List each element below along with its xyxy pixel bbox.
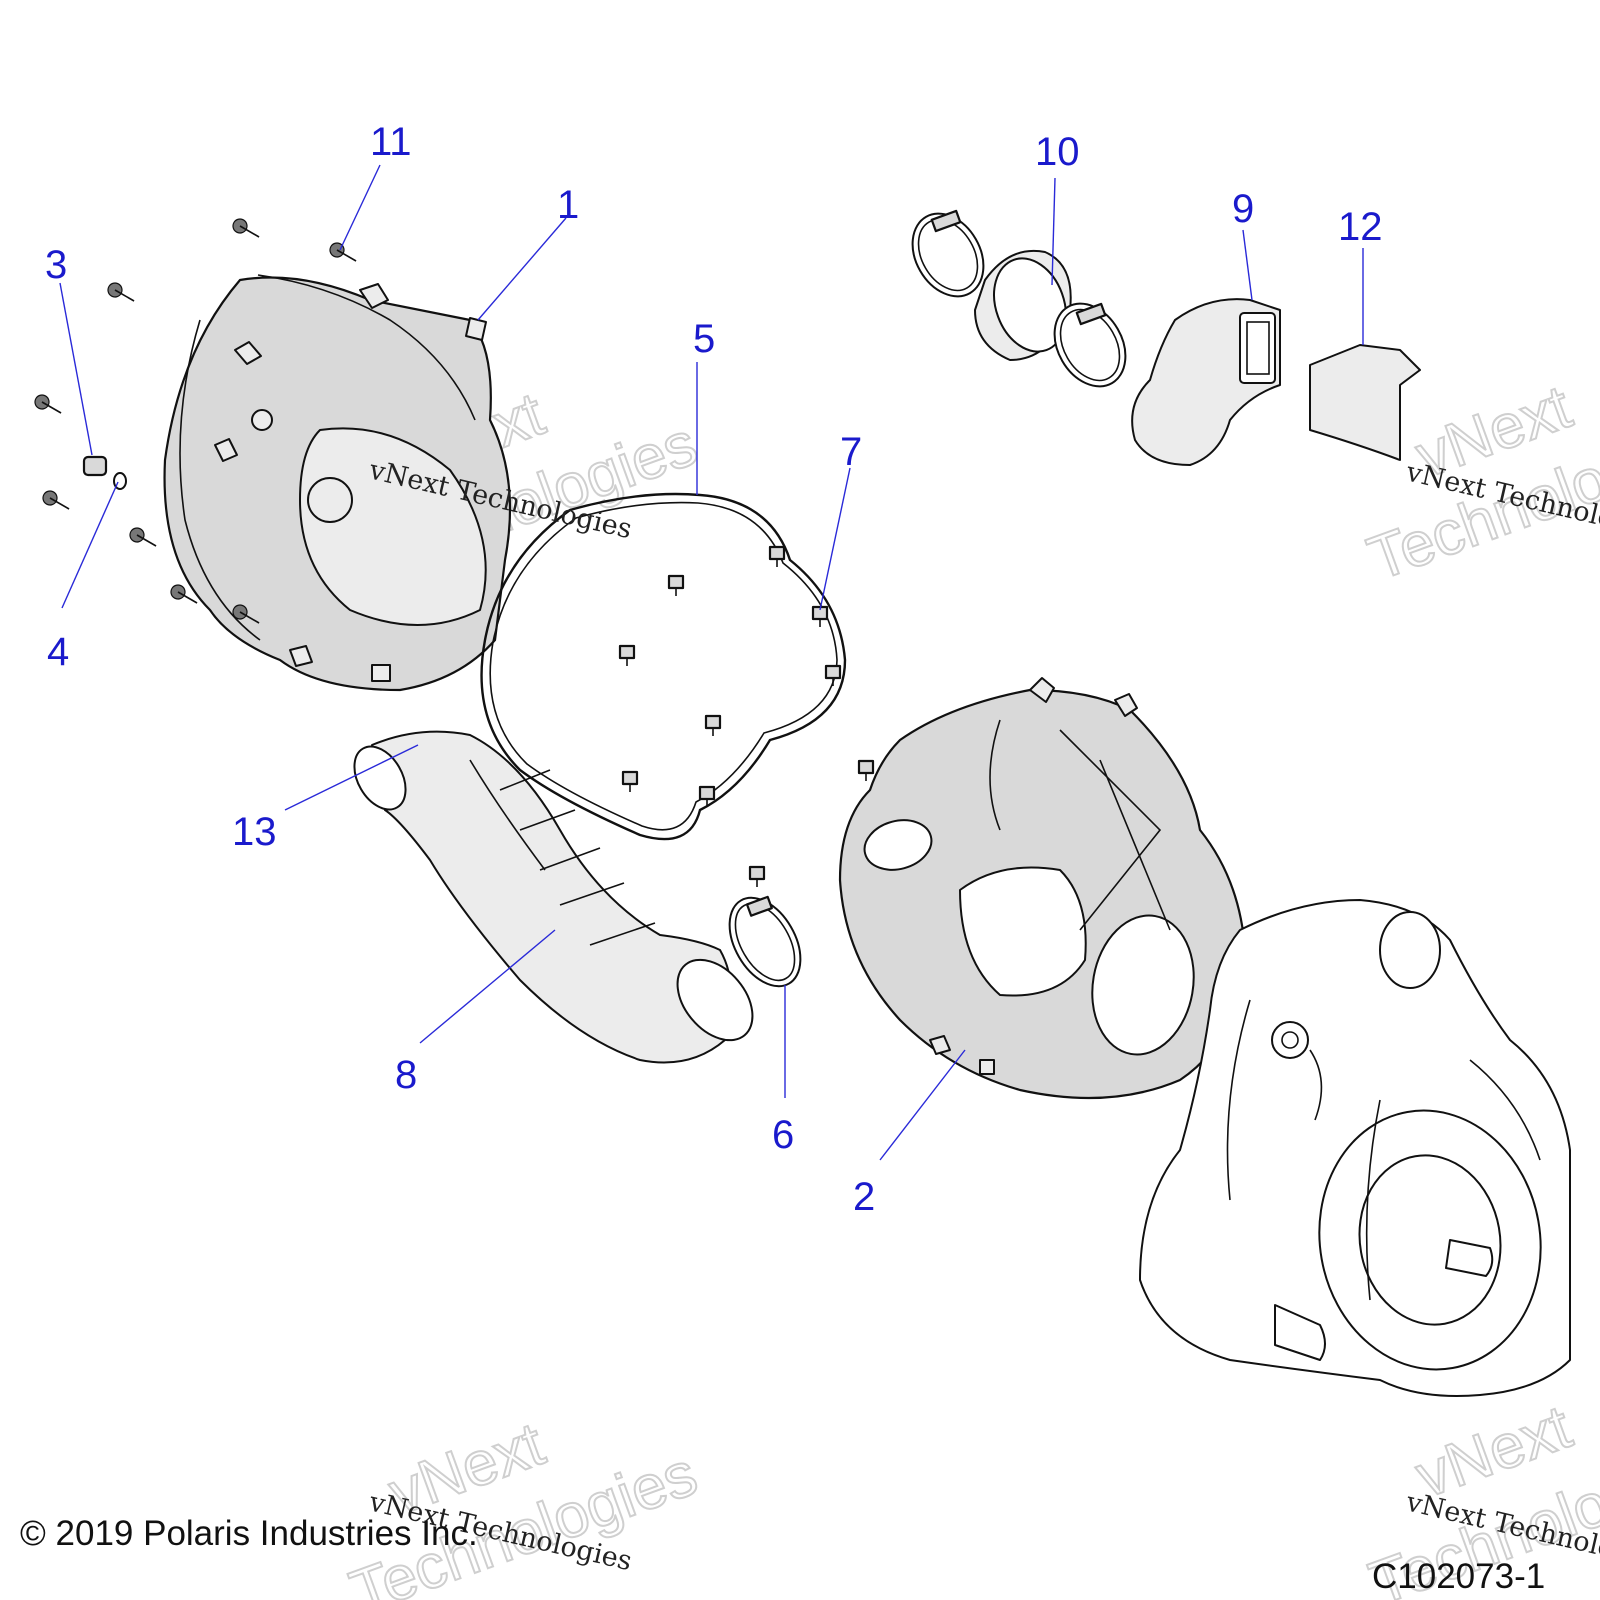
screw-icon [34,394,62,414]
callout-7: 7 [840,430,862,474]
nut-icon [857,759,875,781]
nut-icon [618,644,636,666]
callout-13: 13 [232,810,277,854]
engine-housing [1139,899,1571,1397]
gasket-fasteners [618,545,875,887]
screw-icon [42,490,70,510]
callout-11: 11 [370,120,412,164]
cover-gasket [480,492,847,841]
screw-icon [170,584,198,604]
nut-icon [824,664,842,686]
nut-icon [698,785,716,807]
intake-duct [353,730,754,1064]
nut-icon [621,770,639,792]
nut-icon [811,605,829,627]
screw-icon [232,218,260,238]
nut-icon [748,865,766,887]
upper-duct-assembly [911,209,1421,466]
screw-icon [107,282,135,302]
callout-5: 5 [693,317,715,361]
inner-clutch-cover [838,677,1247,1100]
callout-4: 4 [47,630,69,674]
callout-9: 9 [1232,187,1254,231]
screw-icon [329,242,357,262]
drain-plug [82,455,127,490]
diagram-id: C102073-1 [1372,1557,1545,1596]
clutch-opening [1091,914,1195,1056]
callout-6: 6 [772,1113,794,1157]
outer-clutch-cover [163,274,512,692]
duct-cover [1309,344,1421,461]
callout-1: 1 [557,183,579,227]
leader-lines [59,164,1364,1161]
screw-icon [232,604,260,624]
watermark-big-group-3: vNext Technologies [341,1409,707,1600]
callout-3: 3 [45,243,67,287]
callouts: 11 1 3 4 5 7 10 9 12 13 8 6 2 [45,120,1383,1219]
nut-icon [768,545,786,567]
nut-icon [667,574,685,596]
hose-clamp-lower [728,895,802,988]
cover-screws [34,218,357,624]
callout-8: 8 [395,1053,417,1097]
cover-port [307,477,353,523]
callout-12: 12 [1338,205,1383,249]
screw-icon [129,527,157,547]
callout-10: 10 [1035,130,1080,174]
callout-2: 2 [853,1175,875,1219]
copyright-text: © 2019 Polaris Industries Inc. [20,1514,478,1553]
nut-icon [704,714,722,736]
